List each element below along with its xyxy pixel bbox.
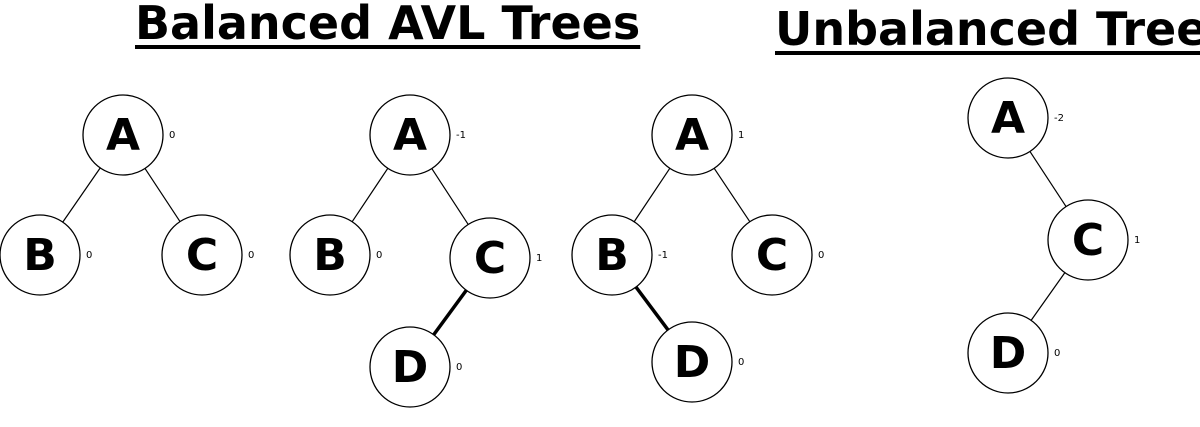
node-circle (0, 214, 81, 296)
edge-a-b (633, 167, 671, 223)
node-label: A (106, 110, 140, 161)
node-label: D (392, 342, 429, 393)
node-circle (289, 214, 371, 296)
node-circle (571, 214, 653, 296)
balance-factor: 1 (1134, 235, 1140, 246)
node-label: C (186, 230, 218, 281)
edge-a-b (62, 167, 101, 223)
balance-factor: -1 (658, 250, 668, 261)
balance-factor: 0 (169, 130, 175, 141)
balance-factor: 1 (738, 130, 744, 141)
node-label: C (1072, 215, 1104, 266)
node-circle (369, 94, 451, 176)
node-label: C (756, 230, 788, 281)
node-circle (967, 312, 1049, 394)
edge-a-c (144, 168, 181, 222)
balance-factor: 0 (818, 250, 824, 261)
title-balanced-avl-trees: Balanced AVL Trees (135, 0, 641, 50)
balance-factor: -2 (1054, 113, 1064, 124)
balance-factor: -1 (456, 130, 466, 141)
balance-factor: 0 (376, 250, 382, 261)
node-label: D (990, 328, 1027, 379)
node-a: A -2 (967, 77, 1064, 159)
node-label: D (674, 337, 711, 388)
balance-factor: 0 (1054, 348, 1060, 359)
node-circle (651, 321, 733, 403)
node-label: A (991, 93, 1025, 144)
balance-factor: 0 (456, 362, 462, 373)
node-label: C (474, 233, 506, 284)
node-circle (82, 94, 164, 176)
node-a: A -1 (369, 94, 466, 176)
node-label: A (675, 110, 709, 161)
node-circle (651, 94, 733, 176)
balance-factor: 0 (86, 250, 92, 261)
node-b: B -1 (571, 214, 668, 296)
edge-a-b (351, 167, 389, 223)
edge-a-c (431, 168, 469, 225)
edge-c-d (1030, 272, 1066, 321)
node-label: A (393, 110, 427, 161)
title-unbalanced-trees: Unbalanced Trees (775, 2, 1200, 56)
balance-factor: 1 (536, 253, 542, 264)
node-circle (967, 77, 1049, 159)
node-label: B (313, 230, 347, 281)
node-circle (731, 214, 813, 296)
node-circle (449, 217, 531, 299)
node-circle (1047, 199, 1129, 281)
node-circle (161, 214, 243, 296)
edge-c-d (432, 289, 468, 336)
edge-b-d (634, 285, 670, 332)
balance-factor: 0 (248, 250, 254, 261)
edge-a-c (713, 167, 751, 223)
node-circle (369, 326, 451, 408)
node-label: B (595, 230, 629, 281)
edge-a-c (1029, 151, 1067, 207)
node-label: B (23, 230, 57, 281)
balance-factor: 0 (738, 357, 744, 368)
